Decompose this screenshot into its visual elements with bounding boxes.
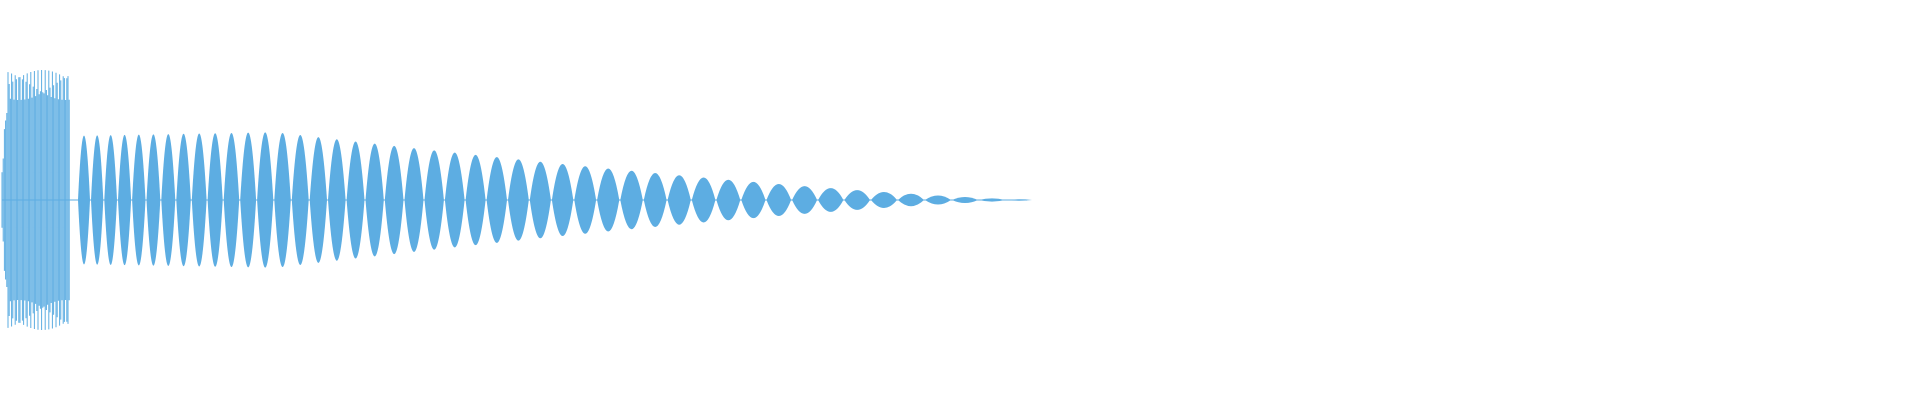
waveform-lobes <box>78 132 1032 268</box>
